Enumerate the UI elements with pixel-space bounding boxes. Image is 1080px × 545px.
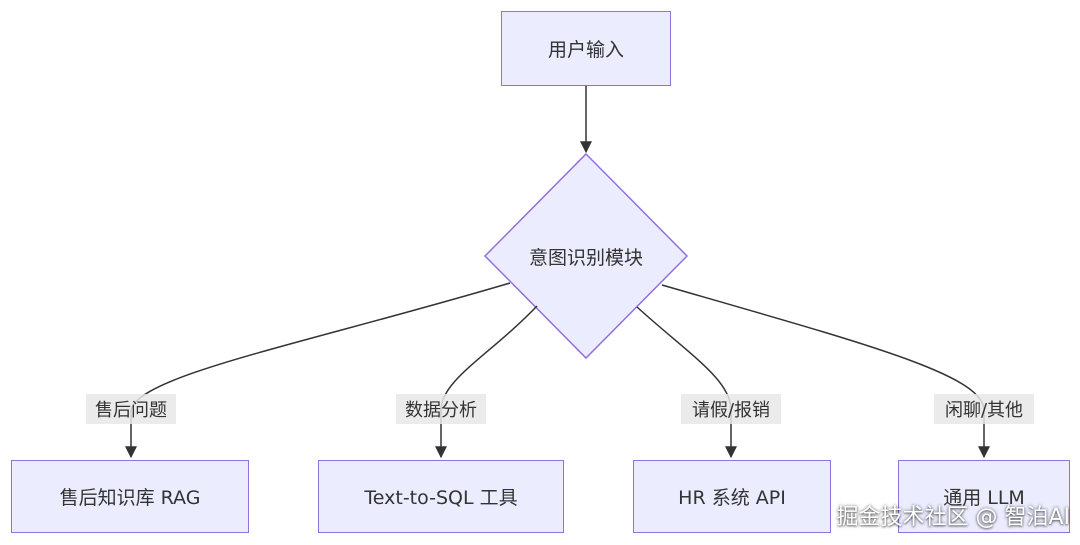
aftersales-rag-label: 售后知识库 RAG bbox=[59, 487, 201, 509]
edge-label-data-analysis: 数据分析 bbox=[396, 394, 486, 424]
edge-intent-to-rag bbox=[125, 282, 511, 459]
hr-system-api-node[interactable]: HR 系统 API bbox=[633, 460, 831, 533]
text-to-sql-node[interactable]: Text-to-SQL 工具 bbox=[318, 460, 564, 533]
general-llm-label: 通用 LLM bbox=[943, 487, 1025, 509]
edge-label-leave-reimbursement: 请假/报销 bbox=[681, 394, 781, 424]
hr-system-api-label: HR 系统 API bbox=[678, 487, 786, 509]
edge-label-aftersales: 售后问题 bbox=[86, 394, 176, 424]
user-input-node[interactable]: 用户输入 bbox=[501, 11, 671, 86]
watermark: 掘金技术社区 @ 智泊AI bbox=[836, 505, 1070, 530]
edge-intent-to-sql bbox=[435, 305, 538, 459]
aftersales-rag-node[interactable]: 售后知识库 RAG bbox=[11, 460, 249, 533]
general-llm-node[interactable]: 通用 LLM bbox=[898, 460, 1070, 533]
edge-label-chat-other: 闲聊/其他 bbox=[934, 394, 1034, 424]
text-to-sql-label: Text-to-SQL 工具 bbox=[364, 487, 518, 509]
intent-recognition-label: 意图识别模块 bbox=[528, 246, 643, 269]
user-input-label: 用户输入 bbox=[547, 39, 624, 61]
edge-intent-to-hr bbox=[636, 306, 737, 459]
